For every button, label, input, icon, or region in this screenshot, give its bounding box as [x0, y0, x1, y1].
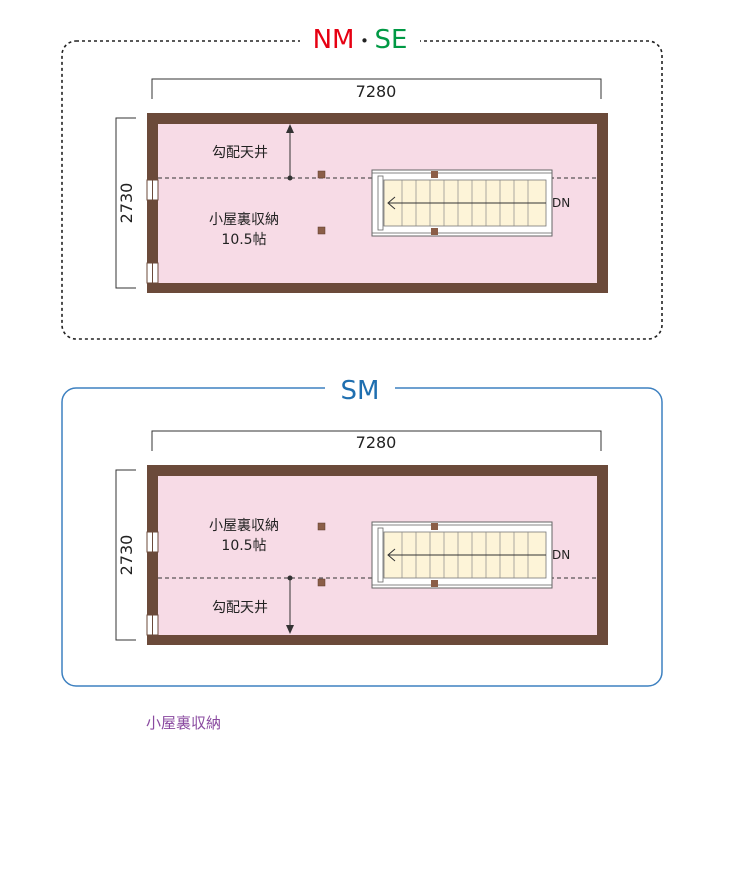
pillar — [431, 523, 438, 530]
ceiling-label: 勾配天井 — [212, 600, 268, 616]
depth-dimension-line — [115, 117, 136, 289]
depth-dimension: 2730 — [117, 183, 136, 224]
title-mask — [325, 374, 395, 402]
depth-dimension-line — [115, 469, 136, 641]
depth-dimension: 2730 — [117, 535, 136, 576]
pillar — [317, 522, 326, 531]
slope-arrow-dot — [287, 175, 293, 181]
room-area: 10.5帖 — [221, 538, 266, 554]
room-name: 小屋裏収納 — [209, 211, 279, 228]
panel-nm-se-border — [61, 40, 663, 340]
width-dimension: 7280 — [356, 82, 397, 101]
title-se: SE — [374, 25, 407, 55]
staircase — [371, 169, 553, 237]
stair-arrow-head — [387, 196, 396, 210]
width-dimension: 7280 — [356, 433, 397, 452]
floor-caption: 小屋裏収納 — [146, 714, 222, 732]
pillar — [431, 228, 438, 235]
stair-direction-label: DN — [552, 196, 570, 210]
panel-nm-se-title: NM・SE — [313, 25, 408, 55]
stair-direction-label: DN — [552, 548, 570, 562]
title-separator: ・ — [354, 29, 374, 53]
width-dimension-line — [151, 78, 602, 99]
room-name: 小屋裏収納 — [209, 517, 279, 534]
pillar — [317, 226, 326, 235]
slope-arrow-head — [286, 124, 294, 133]
panel-sm-title: SM — [341, 376, 380, 406]
panel-nm-se: NM・SE 7280 2730 勾配天井 小屋裏収納 10.5帖 — [61, 25, 663, 340]
panel-sm: SM 7280 2730 小屋裏収納 10.5帖 勾配天井 — [61, 374, 663, 687]
ceiling-label: 勾配天井 — [212, 145, 268, 161]
stair-arrow-head — [387, 548, 396, 562]
pillar — [317, 170, 326, 179]
slope-arrow-head — [286, 625, 294, 634]
pillar — [317, 578, 326, 587]
room-area: 10.5帖 — [221, 232, 266, 248]
pillar — [431, 171, 438, 178]
title-mask — [300, 26, 420, 54]
pillar — [431, 580, 438, 587]
title-nm: NM — [313, 25, 355, 55]
slope-arrow-dot — [287, 575, 293, 581]
staircase — [371, 521, 553, 589]
width-dimension-line — [151, 430, 602, 451]
